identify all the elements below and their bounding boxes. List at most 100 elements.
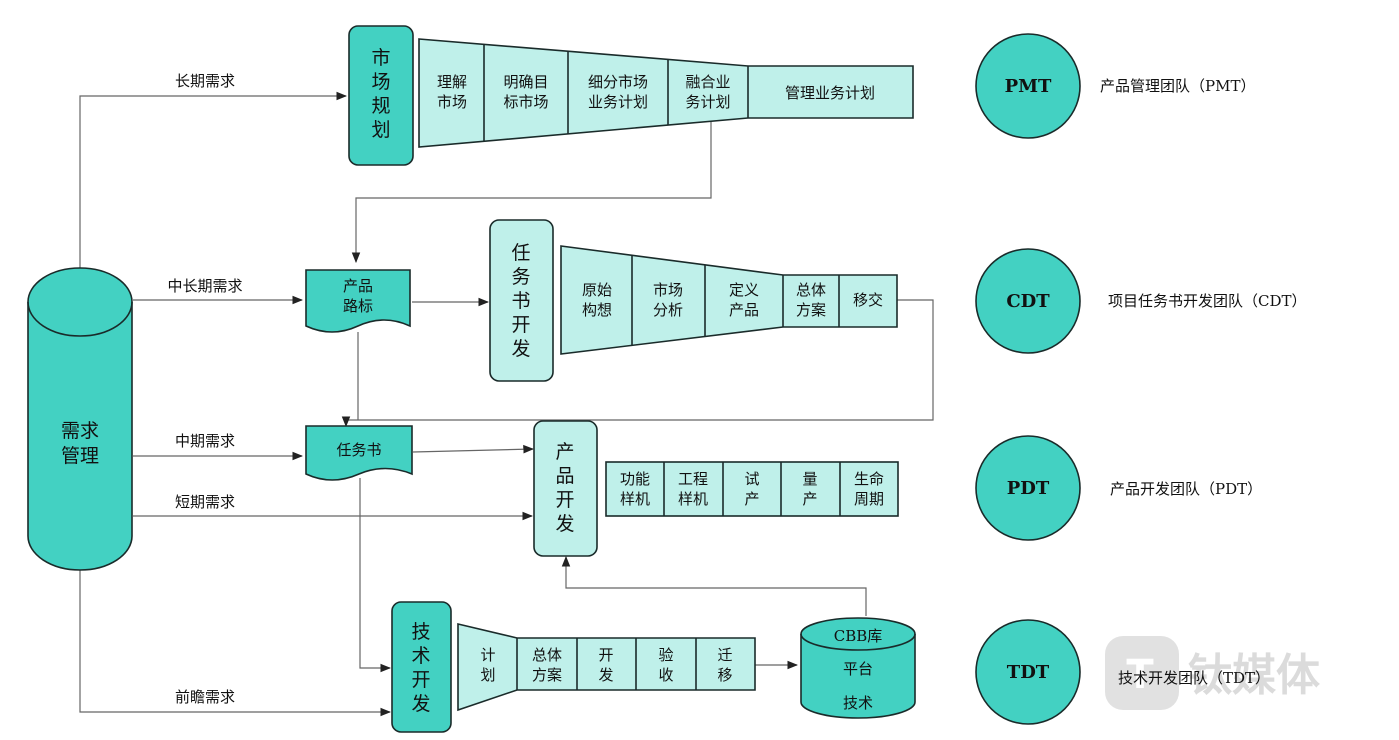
label-mid-term: 中期需求 [175,432,235,450]
pd-step-5-line-1: 生命 [854,470,884,488]
cbb-line-3: 技术 [843,694,873,712]
product-dev-box [533,420,598,557]
team-circle-tdt [975,619,1081,725]
charter-dev-char-5: 发 [511,338,530,360]
svg-text:T: T [1126,652,1154,698]
connector-lines [79,91,934,717]
charter-dev-char-3: 书 [511,290,530,312]
td-step-4-line-1: 验 [658,646,673,664]
team-name-cdt: 项目任务书开发团队（CDT） [1108,292,1307,310]
tech-dev-char-3: 开 [411,669,430,691]
tech-dev-box [391,601,452,733]
label-short-term: 短期需求 [175,493,235,511]
market-planning-char-2: 场 [371,71,390,93]
tech-dev-char-1: 技 [411,621,430,643]
product-roadmap-doc: 产品 路标 [305,269,411,333]
product-dev-char-4: 发 [555,513,574,535]
line-charter-to-tech [359,478,392,673]
market-planning-box [348,25,414,166]
market-planning-char-1: 市 [371,47,390,69]
charter-doc: 任务书 [305,425,413,481]
team-abbr-pmt: PMT [1005,76,1052,97]
mp-step-5: 管理业务计划 [785,84,875,102]
technology-development: 技 术 开 发 计 划 总体 方案 开 发 验 收 迁 移 [391,601,756,733]
team-circle-pdt [975,435,1081,541]
mp-step-4-line-2: 务计划 [685,93,730,111]
cd-step-1-line-2: 构想 [582,301,612,319]
td-step-3-line-1: 开 [598,646,613,664]
charter-dev-char-4: 开 [511,314,530,336]
cd-step-1-line-1: 原始 [582,281,612,299]
teams: PMT 产品管理团队（PMT） CDT 项目任务书开发团队（CDT） PDT 产… [975,33,1307,725]
product-development: 产 品 开 发 功能 样机 工程 样机 试 产 量 产 生命 周期 [533,420,899,557]
pd-step-3-line-2: 产 [744,490,759,508]
line-long-term [79,91,348,270]
line-transfer-to-charter [341,299,934,428]
market-planning-char-4: 划 [371,119,390,141]
pd-step-1-line-2: 样机 [620,490,650,508]
cd-step-4-line-2: 方案 [796,301,826,319]
team-circle-cdt [975,248,1081,354]
team-abbr-pdt: PDT [1007,478,1050,499]
mp-step-2-line-1: 明确目 [503,73,548,91]
team-name-pmt: 产品管理团队（PMT） [1100,77,1255,95]
market-planning: 市 场 规 划 理解 市场 明确目 标市场 细分市场 业务计划 融合业 务计划 … [348,25,914,166]
team-name-tdt: 技术开发团队（TDT） [1118,669,1270,687]
mp-step-2-line-2: 标市场 [503,93,548,111]
td-step-1-line-2: 划 [480,666,495,684]
product-dev-char-3: 开 [555,489,574,511]
td-step-2-line-2: 方案 [532,666,562,684]
pd-step-5-line-2: 周期 [854,490,884,508]
line-forward [79,565,392,717]
td-step-1-line-1: 计 [480,646,495,664]
cd-step-3-line-1: 定义 [729,281,759,299]
line-cbb-to-pd [561,555,867,616]
mp-step-1-line-1: 理解 [437,73,467,91]
watermark-logo-icon [1105,636,1179,710]
charter-dev-char-2: 务 [511,266,530,288]
cd-step-5: 移交 [853,291,883,309]
line-plan-to-roadmap [351,121,712,264]
charter-dev-funnel [560,245,898,355]
charter-doc-label: 任务书 [336,441,381,459]
label-mid-long-term: 中长期需求 [167,277,242,295]
team-abbr-tdt: TDT [1007,662,1050,683]
pd-step-4-line-2: 产 [802,490,817,508]
roadmap-line-2: 路标 [343,297,373,315]
watermark-text: 钛媒体 [1188,650,1320,701]
mp-step-3-line-2: 业务计划 [588,93,648,111]
charter-development: 任 务 书 开 发 原始 构想 市场 分析 定义 产品 总体 方案 移交 [489,219,898,382]
demand-mgmt-line-1: 需求 [61,420,99,442]
mp-step-3-line-1: 细分市场 [588,73,648,91]
td-step-3-line-2: 发 [598,666,613,684]
cbb-line-2: 平台 [843,660,873,678]
pd-step-4-line-1: 量 [802,470,817,488]
cbb-line-1: CBB库 [834,627,883,645]
product-dev-steps [605,461,899,517]
market-planning-char-3: 规 [371,95,390,117]
tech-dev-char-2: 术 [411,645,430,667]
demand-management-cylinder: 需求 管理 [27,267,133,571]
cbb-library-cylinder: CBB库 平台 技术 [800,617,916,719]
team-abbr-cdt: CDT [1006,291,1050,312]
product-dev-char-1: 产 [555,441,574,463]
product-dev-char-2: 品 [555,465,574,487]
label-forward: 前瞻需求 [175,688,235,706]
td-step-5-line-1: 迁 [717,646,732,664]
roadmap-line-1: 产品 [343,277,373,295]
charter-dev-char-1: 任 [511,242,530,264]
line-charter-to-pd [412,444,535,454]
cd-step-2-line-2: 分析 [653,301,683,319]
pd-step-2-line-2: 样机 [678,490,708,508]
pd-step-2-line-1: 工程 [678,470,708,488]
td-step-2-line-1: 总体 [532,646,562,664]
team-name-pdt: 产品开发团队（PDT） [1110,480,1262,498]
mp-step-1-line-2: 市场 [437,93,467,111]
td-step-5-line-2: 移 [717,666,732,684]
td-step-4-line-2: 收 [658,666,673,684]
cd-step-3-line-2: 产品 [729,301,759,319]
watermark: T 钛媒体 [1105,636,1320,710]
cd-step-2-line-1: 市场 [653,281,683,299]
mp-step-4-line-1: 融合业 [685,73,730,91]
team-circle-pmt [975,33,1081,139]
